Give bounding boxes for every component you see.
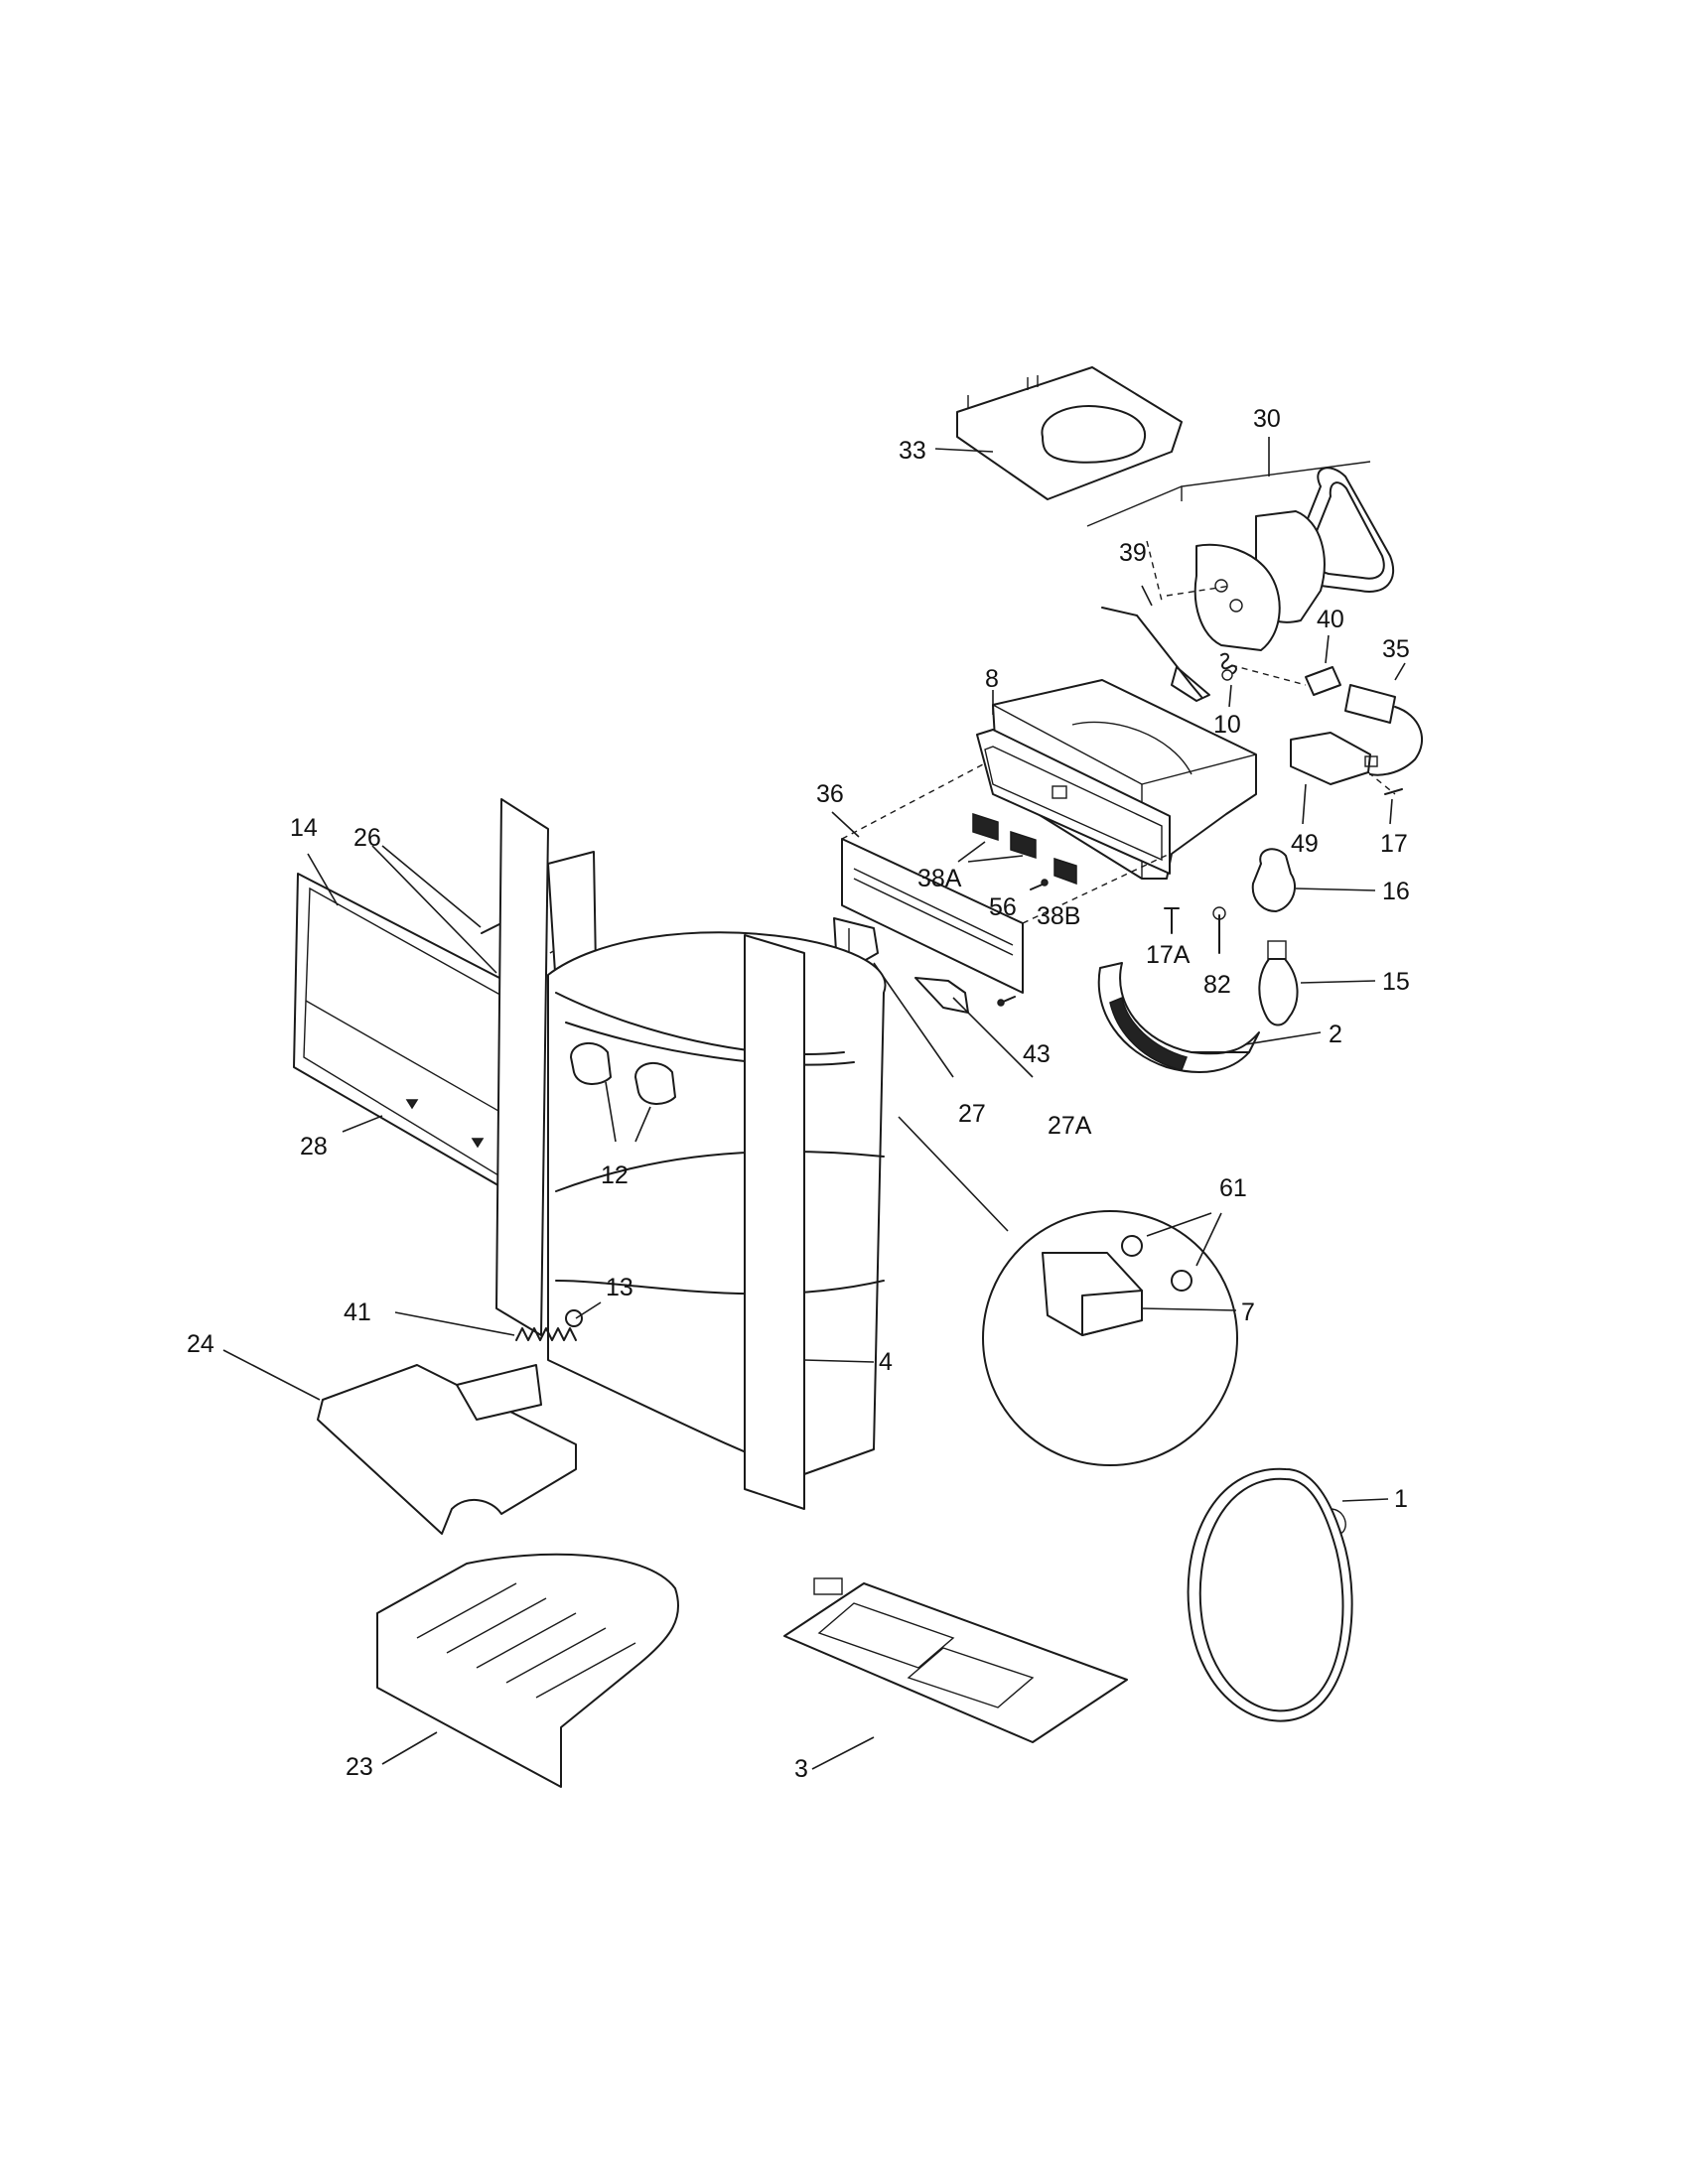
callout-28: 28 [300,1133,328,1160]
part-10-spring [1220,652,1237,708]
part-40-bushing [1305,634,1341,696]
part-16-lamp-holder [1251,848,1376,912]
part-14-panel [307,853,339,906]
part-30-chute-assembly [1086,437,1395,651]
callout-38A: 38A [917,865,962,892]
part-38B-switch [1053,857,1077,886]
callout-35: 35 [1382,635,1410,663]
callout-13: 13 [606,1274,633,1301]
part-17A-screw [1164,907,1180,934]
callout-40: 40 [1317,606,1344,633]
callout-14: 14 [290,814,318,842]
part-24-drip-cover [222,1349,577,1535]
callout-labels: 33 30 39 40 35 10 8 36 49 17 38A 56 38B … [187,405,1410,1783]
callout-23: 23 [346,1753,373,1781]
callout-56: 56 [989,893,1017,921]
callout-12: 12 [601,1161,629,1189]
callout-82: 82 [1203,971,1231,999]
callout-24: 24 [187,1330,214,1358]
callout-39: 39 [1119,539,1147,567]
part-39-actuator-arm [1101,540,1232,702]
part-82-screw [1212,906,1226,954]
callout-27A: 27A [1048,1112,1092,1140]
callout-41: 41 [344,1298,371,1326]
callout-38B: 38B [1037,902,1080,930]
part-33-plate [934,366,1183,500]
callout-8: 8 [985,665,999,693]
part-1-gasket [1187,1467,1389,1722]
callout-10: 10 [1213,711,1241,739]
part-56-screw [1030,879,1049,890]
callout-2: 2 [1329,1021,1342,1048]
callout-3: 3 [794,1755,808,1783]
part-43-screw [997,996,1016,1007]
part-27A-paddle [914,977,1034,1078]
switch-detail-inset [898,1116,1238,1466]
callout-33: 33 [899,437,926,465]
part-12-clips [570,1042,676,1143]
part-49-lamp-socket [1290,732,1396,825]
part-2-shield [1097,962,1322,1073]
callout-43: 43 [1023,1040,1051,1068]
part-15-bulb [1258,940,1376,1026]
part-36-bracket [831,763,1171,994]
part-23-drip-tray [376,1553,680,1788]
callout-26: 26 [353,824,381,852]
part-13-bushing [565,1301,602,1327]
part-38A-switches [957,812,1037,863]
callout-36: 36 [816,780,844,808]
part-4-main-housing [495,798,887,1510]
callout-61: 61 [1219,1174,1247,1202]
part-3-heater [783,1577,1128,1770]
callout-27: 27 [958,1100,986,1128]
callout-17: 17 [1380,830,1408,858]
callout-1: 1 [1394,1485,1408,1513]
part-8-housing [976,679,1257,880]
callout-49: 49 [1291,830,1319,858]
part-28-frame [293,873,529,1200]
callout-7: 7 [1241,1298,1255,1326]
callout-17A: 17A [1146,941,1191,969]
callout-4: 4 [879,1348,893,1376]
callout-15: 15 [1382,968,1410,996]
callout-16: 16 [1382,878,1410,905]
part-41-spring [394,1311,577,1341]
part-17-screw [1384,788,1403,825]
callout-30: 30 [1253,405,1281,433]
part-35-solenoid-with-wire [1230,662,1424,776]
